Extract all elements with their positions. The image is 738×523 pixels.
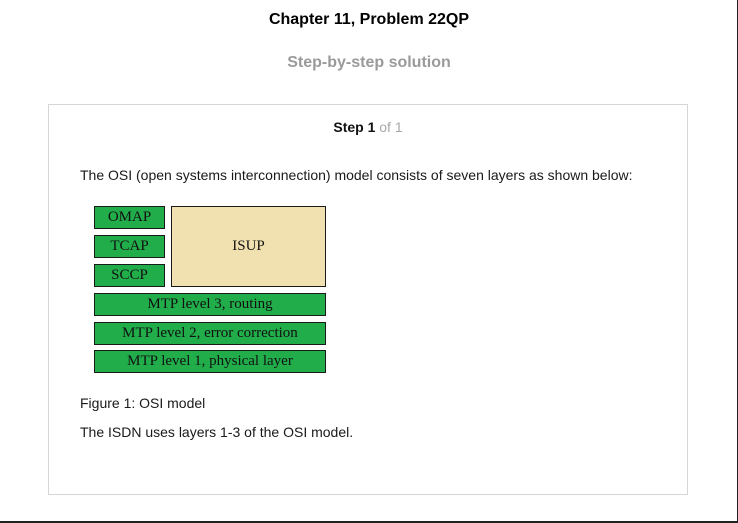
conclusion-text: The ISDN uses layers 1-3 of the OSI mode… bbox=[80, 424, 354, 440]
figure-caption: Figure 1: OSI model bbox=[80, 395, 206, 411]
step-label: Step 1 bbox=[333, 119, 376, 135]
step-card: Step 1 of 1 The OSI (open systems interc… bbox=[48, 104, 688, 495]
layer-mtp2: MTP level 2, error correction bbox=[94, 322, 326, 345]
step-count: of 1 bbox=[379, 119, 403, 135]
solution-subtitle: Step-by-step solution bbox=[287, 54, 451, 71]
layer-tcap: TCAP bbox=[94, 235, 165, 258]
layer-mtp1: MTP level 1, physical layer bbox=[94, 350, 326, 373]
chapter-title: Chapter 11, Problem 22QP bbox=[268, 11, 470, 28]
step-header: Step 1 of 1 bbox=[49, 119, 687, 135]
layer-mtp3: MTP level 3, routing bbox=[94, 293, 326, 316]
layer-omap: OMAP bbox=[94, 206, 165, 229]
layer-sccp: SCCP bbox=[94, 264, 165, 287]
layer-isup: ISUP bbox=[171, 206, 326, 287]
intro-text: The OSI (open systems interconnection) m… bbox=[80, 167, 633, 183]
